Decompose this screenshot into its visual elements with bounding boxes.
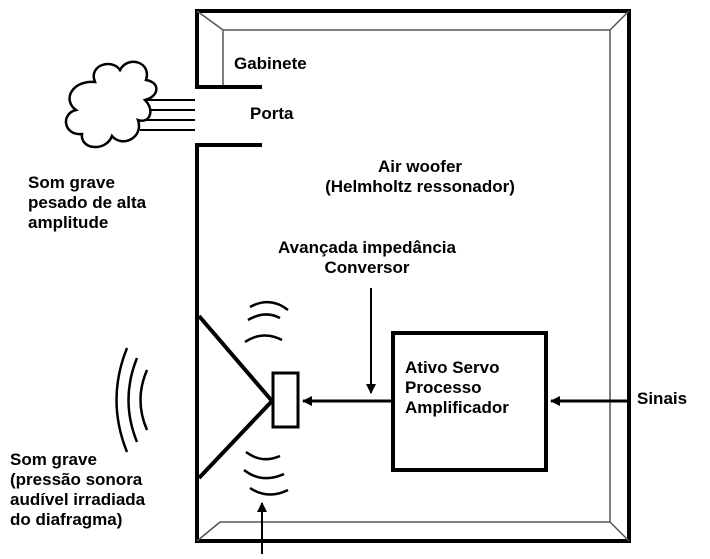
amplifier-box — [391, 331, 548, 472]
speaker-cone — [197, 314, 275, 480]
signals-label: Sinais — [637, 389, 688, 408]
diaphragm-sound-label: Som grave (pressão sonora audível irradi… — [10, 450, 145, 530]
port-sound-label: Som grave pesado de alta amplitude — [28, 173, 146, 233]
port-sound-line-1: Som grave — [28, 173, 115, 192]
cabinet-label: Gabinete — [234, 54, 307, 73]
amplifier-line-2: Processo — [405, 378, 482, 397]
amplifier-line-1: Ativo Servo — [405, 358, 500, 377]
diaphragm-sound-line-3: audível irradiada — [10, 490, 146, 509]
port-sound-line-2: pesado de alta — [28, 193, 147, 212]
air-puff-cloud — [64, 60, 158, 149]
diaphragm-sound-line-2: (pressão sonora — [10, 470, 143, 489]
diaphragm-sound-line-4: do diafragma) — [10, 510, 123, 529]
cabinet-outline — [195, 9, 631, 543]
air-woofer-line-1: Air woofer — [377, 157, 463, 176]
inner-sound-waves — [243, 301, 289, 496]
air-woofer-line-2: (Helmholtz ressonador) — [325, 177, 515, 196]
port-tube — [195, 85, 262, 147]
converter-label: Avançada impedância Conversor — [254, 238, 480, 278]
converter-line-1: Avançada impedância — [278, 238, 456, 257]
amplifier-label: Ativo Servo Processo Amplificador — [405, 358, 509, 418]
outer-sound-waves — [115, 347, 149, 453]
converter-line-2: Conversor — [324, 258, 410, 277]
signal-arrows — [257, 288, 630, 554]
diaphragm-sound-line-1: Som grave — [10, 450, 97, 469]
port-sound-line-3: amplitude — [28, 213, 109, 232]
port-label: Porta — [250, 104, 294, 123]
voice-coil — [271, 371, 300, 429]
air-woofer-label: Air woofer (Helmholtz ressonador) — [300, 157, 540, 197]
amplifier-line-3: Amplificador — [405, 398, 509, 417]
